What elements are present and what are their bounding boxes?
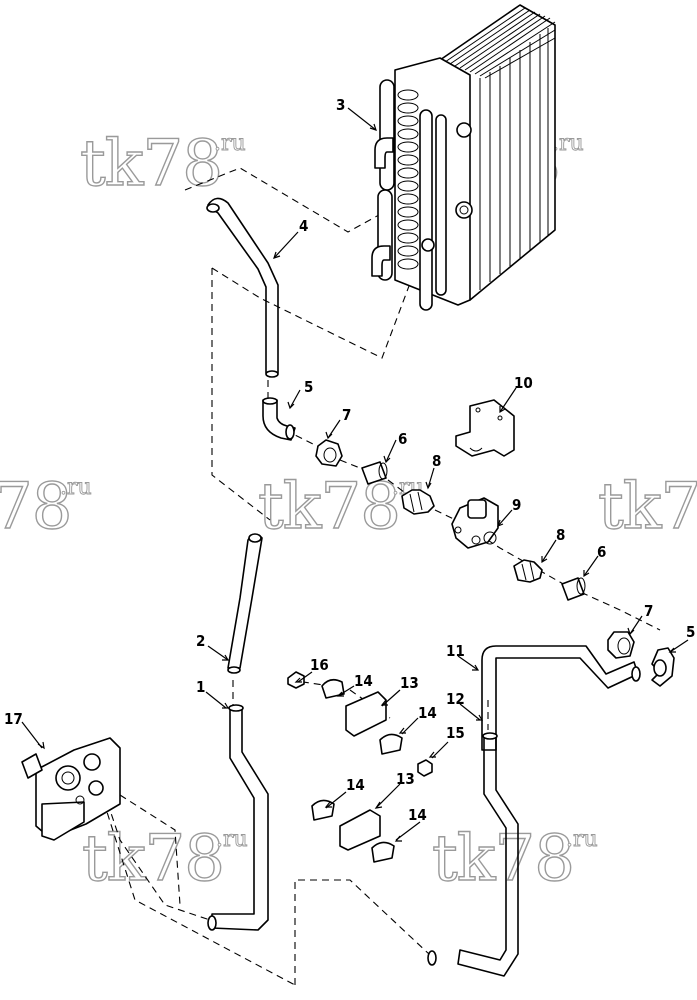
callout-4: 4 [299, 217, 308, 235]
callout-6: 6 [597, 543, 606, 561]
nut-7-upper [315, 439, 343, 467]
watermark-text: tk78 [258, 470, 400, 544]
hose-4 [207, 197, 279, 374]
callout-15: 15 [446, 724, 465, 742]
bolt-16 [287, 671, 305, 689]
hose-2 [227, 533, 263, 669]
callout-7: 7 [644, 602, 653, 620]
hose-1 [211, 707, 269, 931]
nut-15 [417, 759, 433, 777]
callout-1: 1 [196, 678, 205, 696]
callout-16: 16 [310, 656, 329, 674]
valve-block-17 [21, 737, 121, 841]
watermark-suffix: .ru [214, 131, 246, 156]
hose-12 [457, 735, 519, 977]
watermark-text: tk78 [82, 822, 224, 896]
callout-14: 14 [408, 806, 427, 824]
callout-6: 6 [398, 430, 407, 448]
callout-14: 14 [346, 776, 365, 794]
bracket-13-a [345, 691, 387, 737]
hose-11 [481, 645, 639, 751]
clamp-14-b [379, 733, 403, 755]
callout-8: 8 [432, 452, 441, 470]
heat-exchanger-coil [371, 4, 556, 311]
callout-3: 3 [336, 96, 345, 114]
callout-labels: 3 4 5 7 6 10 8 9 8 6 7 5 2 1 16 14 13 14… [4, 96, 695, 824]
callout-5: 5 [686, 623, 695, 641]
clamp-14-d [371, 841, 395, 863]
bracket-13-b [339, 809, 381, 851]
clamp-14-a [321, 678, 345, 699]
callout-10: 10 [514, 374, 533, 392]
watermark-suffix: .ru [566, 827, 598, 852]
callout-11: 11 [446, 642, 465, 660]
callout-5: 5 [304, 378, 313, 396]
callout-7: 7 [342, 406, 351, 424]
watermark-suffix: .ru [216, 827, 248, 852]
callout-13: 13 [400, 674, 419, 692]
sleeve-6-upper [361, 461, 387, 485]
watermark-text: tk78 [432, 822, 574, 896]
callout-2: 2 [196, 632, 205, 650]
sleeve-6-lower [561, 577, 585, 601]
watermark-text-partial: 78 [0, 470, 71, 544]
watermark-suffix: .ru [552, 131, 584, 156]
watermark-text-partial: tk7 [598, 470, 697, 544]
watermark-suffix: .ru [60, 475, 92, 500]
bracket-10 [455, 399, 515, 457]
callout-13: 13 [396, 770, 415, 788]
callout-8: 8 [556, 526, 565, 544]
callout-14: 14 [354, 672, 373, 690]
callout-12: 12 [446, 690, 465, 708]
callout-14: 14 [418, 704, 437, 722]
callout-9: 9 [512, 496, 521, 514]
nut-7-lower [607, 631, 635, 659]
callout-leaders [21, 107, 689, 842]
callout-17: 17 [4, 710, 23, 728]
watermark-text: tk78 [80, 127, 222, 201]
clamp-14-c [311, 799, 335, 821]
fitting-8-lower [513, 559, 543, 583]
